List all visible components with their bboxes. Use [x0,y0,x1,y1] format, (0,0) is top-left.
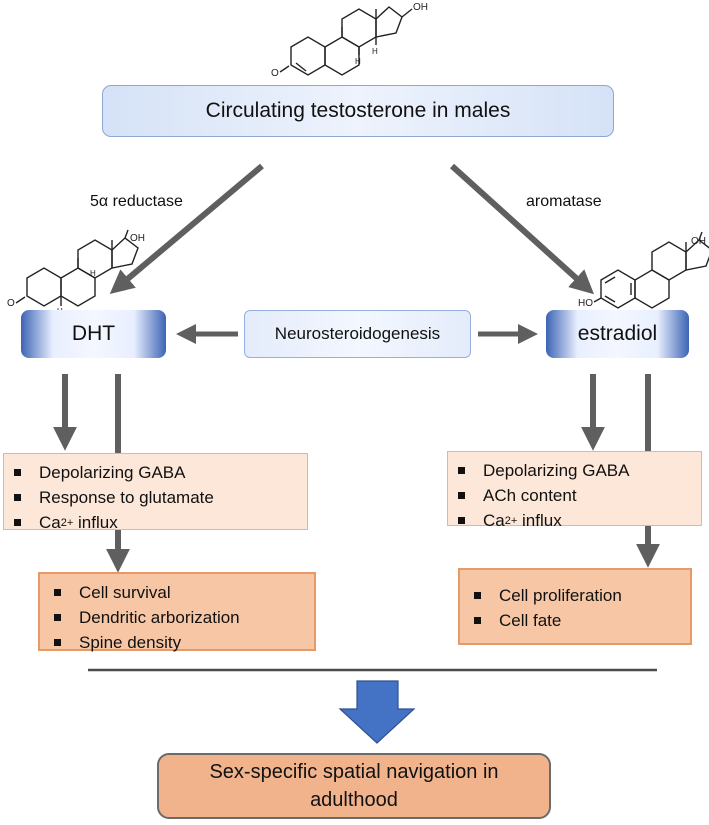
neurosteroidogenesis-label: Neurosteroidogenesis [274,324,441,343]
dht-effects-primary: Depolarizing GABA Response to glutamate … [3,453,308,532]
enzyme-aromatase: aromatase [526,193,602,210]
list-item: Cell survival [54,580,314,605]
list-item: Cell proliferation [474,583,690,608]
arrow-to-estradiol [449,163,595,295]
dht-h2: H [90,269,96,278]
bullet-icon [14,494,21,501]
outcome-label: Sex-specific spatial navigation in adult… [209,761,499,811]
testosterone-oh: OH [413,2,428,13]
testosterone-h2: H [372,47,378,56]
neurosteroidogenesis-box: Neurosteroidogenesis [244,310,471,358]
dht-effects-secondary: Cell survival Dendritic arborization Spi… [38,572,316,652]
estradiol-ho: HO [578,298,593,309]
estradiol-box: estradiol [546,310,689,358]
estradiol-oh: OH [691,236,706,247]
list-item: ACh content [458,483,701,508]
bullet-icon [54,639,61,646]
bullet-icon [14,469,21,476]
dht-o: O [7,298,15,309]
bullet-icon [474,617,481,624]
estradiol-structure-icon [593,231,709,309]
list-item: Response to glutamate [14,485,307,510]
bullet-icon [54,589,61,596]
dht-oh: OH [130,233,145,244]
outcome-box: Sex-specific spatial navigation in adult… [157,753,551,819]
bullet-icon [54,614,61,621]
list-item: Depolarizing GABA [14,460,307,485]
list-item: Spine density [54,630,314,655]
testosterone-structure-icon [279,6,413,76]
dht-box: DHT [21,310,166,358]
list-item: Cell fate [474,608,690,633]
list-item: Depolarizing GABA [458,458,701,483]
dht-label: DHT [71,322,116,345]
estradiol-effects-secondary: Cell proliferation Cell fate [458,568,692,645]
testosterone-h1: H [355,57,361,66]
testosterone-label: Circulating testosterone in males [205,99,511,122]
bullet-icon [458,517,465,524]
testosterone-o: O [271,68,279,79]
list-item: Dendritic arborization [54,605,314,630]
estradiol-label: estradiol [577,322,658,345]
enzyme-5a-reductase: 5α reductase [90,193,183,210]
arrow-to-dht [109,163,264,294]
bullet-icon [458,492,465,499]
big-down-arrow [338,680,416,744]
dht-structure-icon [15,229,139,307]
bullet-icon [458,467,465,474]
testosterone-box: Circulating testosterone in males [102,85,614,137]
bullet-icon [14,519,21,526]
bullet-icon [474,592,481,599]
